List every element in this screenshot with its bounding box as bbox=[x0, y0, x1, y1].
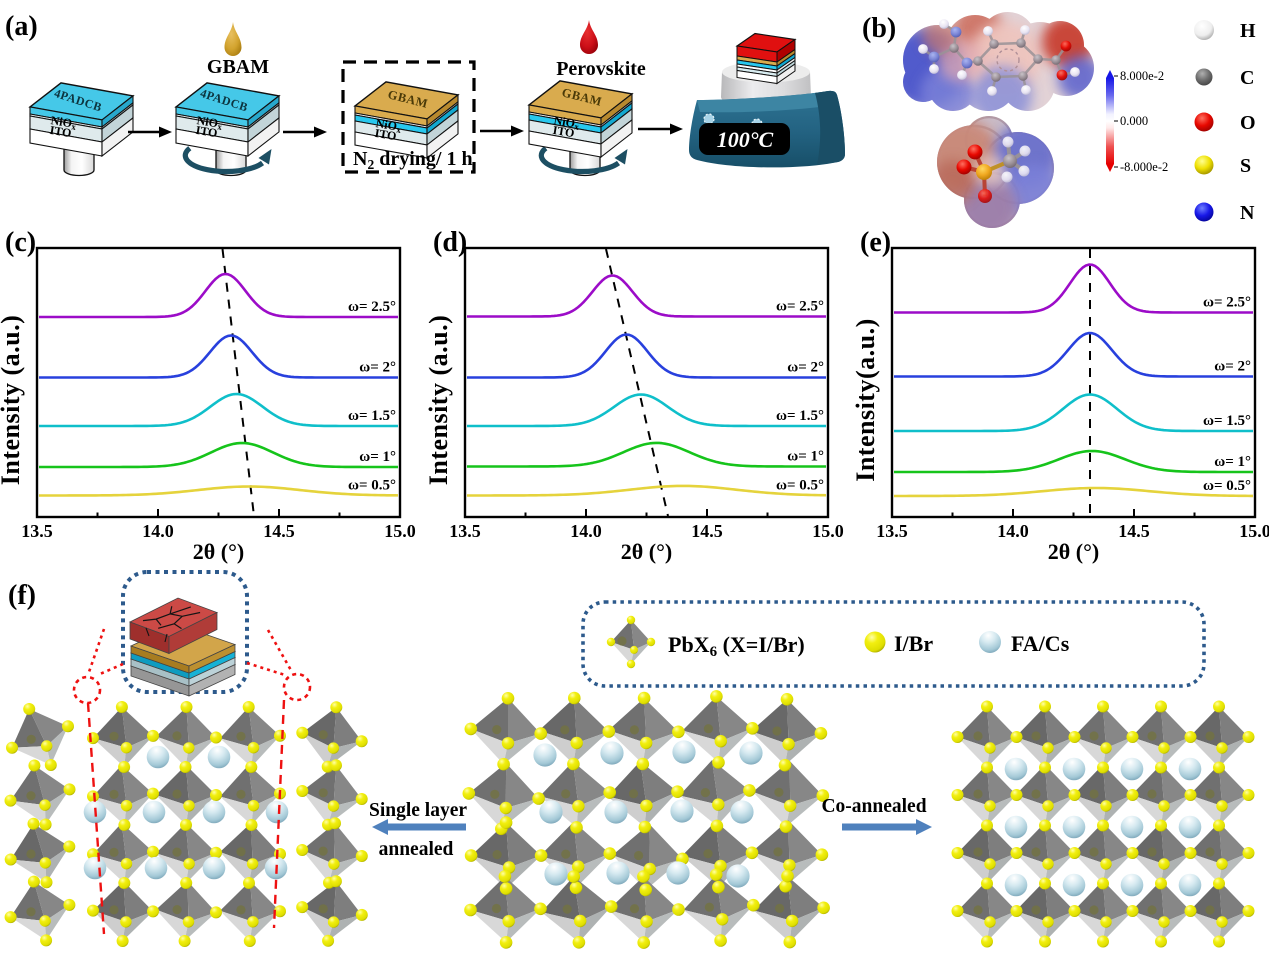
svg-text:ω= 2.5°: ω= 2.5° bbox=[1203, 295, 1251, 311]
svg-text:Intensity(a.u.): Intensity(a.u.) bbox=[851, 318, 880, 482]
svg-text:ITO: ITO bbox=[374, 126, 398, 143]
svg-text:NiOx: NiOx bbox=[375, 116, 403, 135]
svg-text:ω= 1°: ω= 1° bbox=[359, 449, 396, 465]
svg-text:14.0: 14.0 bbox=[570, 521, 602, 541]
svg-text:14.0: 14.0 bbox=[142, 521, 174, 541]
svg-text:ω= 1°: ω= 1° bbox=[1214, 454, 1251, 470]
svg-text:(c): (c) bbox=[5, 227, 36, 258]
svg-text:ω= 1.5°: ω= 1.5° bbox=[1203, 413, 1251, 429]
svg-text:ω= 2.5°: ω= 2.5° bbox=[776, 299, 824, 315]
svg-text:(d): (d) bbox=[433, 227, 467, 258]
svg-text:8.000e-2: 8.000e-2 bbox=[1120, 69, 1164, 83]
svg-text:annealed: annealed bbox=[379, 839, 454, 860]
svg-text:14.5: 14.5 bbox=[263, 521, 295, 541]
svg-text:ω= 2°: ω= 2° bbox=[359, 360, 396, 376]
svg-text:ω= 1°: ω= 1° bbox=[787, 449, 824, 465]
svg-text:13.5: 13.5 bbox=[876, 521, 908, 541]
svg-text:FA/Cs: FA/Cs bbox=[1011, 631, 1070, 656]
svg-text:14.5: 14.5 bbox=[691, 521, 723, 541]
svg-text:2θ (°): 2θ (°) bbox=[1048, 539, 1099, 564]
svg-text:(a): (a) bbox=[5, 11, 38, 42]
svg-text:13.5: 13.5 bbox=[21, 521, 53, 541]
svg-text:NiOx: NiOx bbox=[50, 113, 78, 132]
svg-text:O: O bbox=[1240, 112, 1256, 134]
svg-text:15.0: 15.0 bbox=[812, 521, 844, 541]
svg-text:GBAM: GBAM bbox=[207, 56, 269, 78]
svg-text:Co-annealed: Co-annealed bbox=[821, 796, 926, 817]
svg-text:ω= 0.5°: ω= 0.5° bbox=[776, 478, 824, 494]
svg-text:N: N bbox=[1240, 202, 1255, 224]
svg-text:ITO: ITO bbox=[49, 123, 73, 140]
svg-text:14.5: 14.5 bbox=[1118, 521, 1150, 541]
svg-text:(f): (f) bbox=[8, 580, 36, 611]
svg-text:(b): (b) bbox=[862, 13, 896, 44]
svg-text:-8.000e-2: -8.000e-2 bbox=[1120, 160, 1168, 174]
svg-text:Perovskite: Perovskite bbox=[556, 58, 646, 80]
svg-text:ω= 1.5°: ω= 1.5° bbox=[776, 408, 824, 424]
svg-text:NiOx: NiOx bbox=[196, 113, 224, 132]
svg-text:ITO: ITO bbox=[195, 123, 219, 140]
svg-text:S: S bbox=[1240, 155, 1251, 177]
svg-text:ω= 2°: ω= 2° bbox=[1214, 359, 1251, 375]
svg-text:ITO: ITO bbox=[552, 123, 576, 140]
svg-text:C: C bbox=[1240, 67, 1254, 89]
svg-text:PbX6 (X=I/Br): PbX6 (X=I/Br) bbox=[668, 632, 805, 660]
svg-text:Intensity (a.u.): Intensity (a.u.) bbox=[424, 315, 453, 486]
svg-text:ω= 1.5°: ω= 1.5° bbox=[348, 408, 396, 424]
svg-text:14.0: 14.0 bbox=[997, 521, 1029, 541]
svg-text:0.000: 0.000 bbox=[1120, 114, 1148, 128]
svg-text:ω= 0.5°: ω= 0.5° bbox=[1203, 478, 1251, 494]
svg-text:100°C: 100°C bbox=[717, 127, 774, 152]
svg-text:2θ (°): 2θ (°) bbox=[193, 539, 244, 564]
svg-text:ω= 2°: ω= 2° bbox=[787, 360, 824, 376]
svg-text:ω= 2.5°: ω= 2.5° bbox=[348, 299, 396, 315]
svg-text:H: H bbox=[1240, 20, 1256, 42]
svg-text:Single layer: Single layer bbox=[369, 800, 467, 821]
svg-text:13.5: 13.5 bbox=[449, 521, 481, 541]
svg-text:I/Br: I/Br bbox=[894, 631, 933, 656]
svg-text:15.0: 15.0 bbox=[384, 521, 416, 541]
svg-text:ω= 0.5°: ω= 0.5° bbox=[348, 478, 396, 494]
svg-text:2θ (°): 2θ (°) bbox=[621, 539, 672, 564]
svg-text:NiOx: NiOx bbox=[553, 113, 581, 132]
svg-text:15.0: 15.0 bbox=[1239, 521, 1269, 541]
svg-text:Intensity (a.u.): Intensity (a.u.) bbox=[0, 315, 25, 486]
svg-text:(e): (e) bbox=[860, 227, 891, 258]
